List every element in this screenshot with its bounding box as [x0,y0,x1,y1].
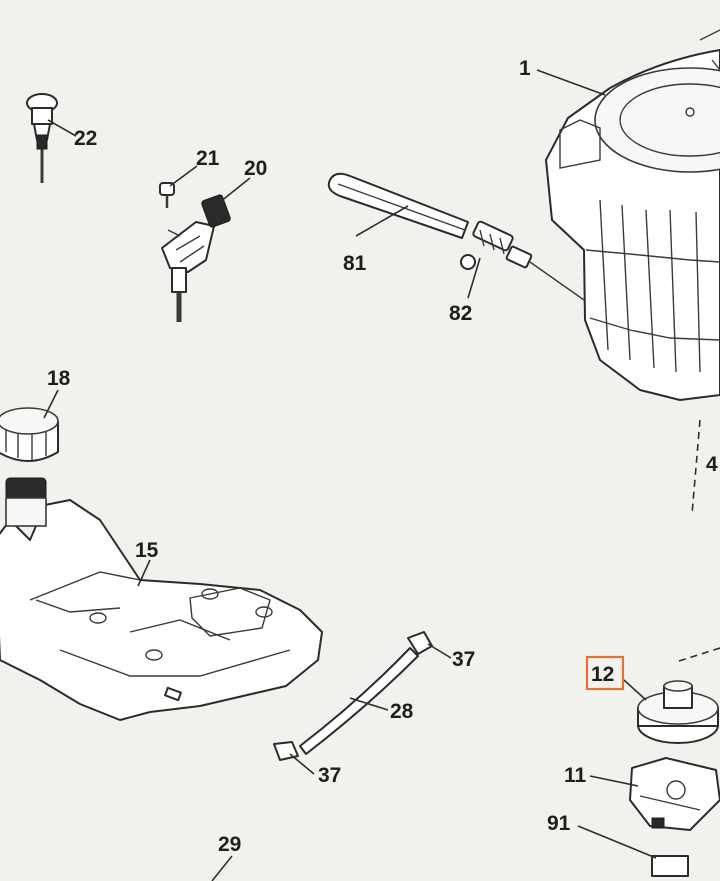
dipstick-part[interactable] [26,93,58,183]
bottom-nut-part[interactable] [651,855,689,877]
callout-15[interactable]: 15 [135,539,159,562]
callout-labels: 1 22 21 20 81 82 18 4 15 37 28 37 12 11 … [47,57,718,856]
callout-11[interactable]: 11 [564,764,587,787]
callout-18[interactable]: 18 [47,367,71,390]
fuel-hose-part[interactable] [327,172,469,239]
fuel-cap-part[interactable] [0,407,59,462]
callout-91[interactable]: 91 [547,812,571,835]
pulley-part[interactable] [637,680,719,744]
callout-29[interactable]: 29 [218,833,241,856]
callout-22[interactable]: 22 [74,127,97,150]
callout-1[interactable]: 1 [519,57,531,80]
callout-4[interactable]: 4 [706,453,718,476]
callout-12[interactable]: 12 [591,663,614,686]
fuel-tank-part[interactable] [0,477,323,721]
leader-lines [43,69,720,881]
throttle-control-part[interactable] [159,182,231,322]
clutch-bracket-part[interactable] [629,757,720,831]
callout-81[interactable]: 81 [343,252,367,275]
fuel-filter-part[interactable] [460,220,585,301]
callout-37-top[interactable]: 37 [452,648,475,671]
callout-37-bottom[interactable]: 37 [318,764,341,787]
callout-21[interactable]: 21 [196,147,220,170]
callout-82[interactable]: 82 [449,302,472,325]
callout-12-highlight-box [585,655,625,691]
engine-part[interactable] [545,29,720,401]
callout-28[interactable]: 28 [390,700,414,723]
callout-20[interactable]: 20 [244,157,267,180]
